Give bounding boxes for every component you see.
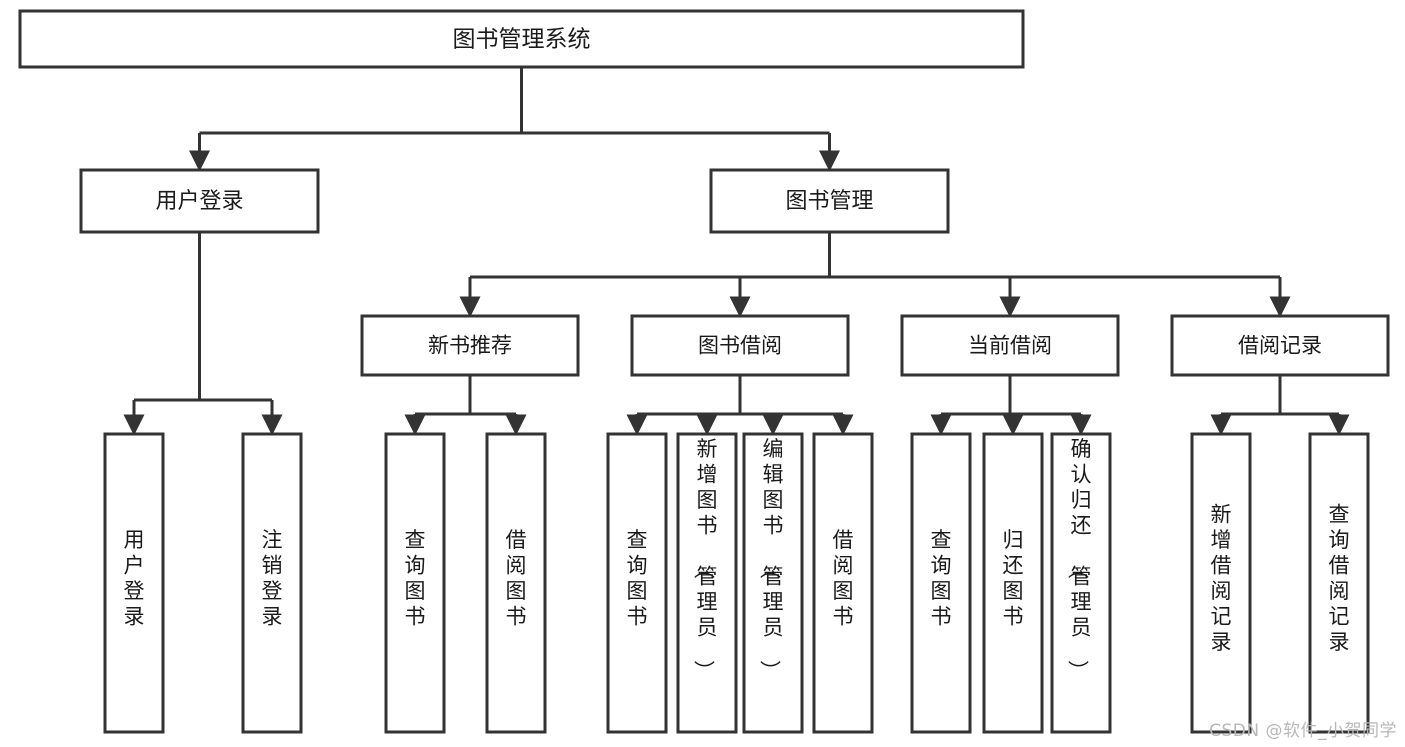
leaf-node-3-outline — [485, 432, 547, 734]
leaf-node-12-outline — [1308, 432, 1370, 734]
leaf-node-2-label: 查询图书 — [405, 528, 426, 629]
leaf-node-11-label: 新增借阅记录 — [1211, 502, 1232, 654]
leaf-node-12[interactable]: 查询借阅记录 — [1308, 432, 1370, 734]
level2-node-2-outline — [900, 314, 1120, 377]
leaf-node-7-label: 借阅图书 — [833, 528, 854, 629]
leaf-node-6-label: 编辑图书（管理员） — [758, 437, 784, 681]
leaf-node-5-outline — [676, 432, 738, 734]
node-layer: 图书管理系统用户登录图书管理新书推荐图书借阅当前借阅借阅记录用户登录注销登录查询… — [18, 9, 1390, 734]
leaf-node-7[interactable]: 借阅图书 — [812, 432, 874, 734]
leaf-node-1[interactable]: 注销登录 — [241, 432, 303, 734]
leaf-node-4-label: 查询图书 — [627, 528, 648, 629]
leaf-node-0[interactable]: 用户登录 — [103, 432, 165, 734]
leaf-node-0-label: 用户登录 — [124, 528, 145, 629]
leaf-node-2[interactable]: 查询图书 — [384, 432, 446, 734]
level2-node-1-label: 图书借阅 — [698, 334, 782, 358]
level2-node-0-outline — [360, 314, 580, 377]
level1-node-1[interactable]: 图书管理 — [709, 168, 950, 234]
leaf-node-8-label: 查询图书 — [931, 528, 952, 629]
leaf-node-11[interactable]: 新增借阅记录 — [1190, 432, 1252, 734]
leaf-node-1-outline — [241, 432, 303, 734]
leaf-node-3-label: 借阅图书 — [506, 528, 527, 629]
leaf-node-11-outline — [1190, 432, 1252, 734]
leaf-node-4-outline — [606, 432, 668, 734]
level1-node-0-outline — [79, 168, 320, 234]
leaf-node-2-outline — [384, 432, 446, 734]
watermark-text: CSDN @软件_小贺同学 — [1209, 721, 1397, 741]
level2-node-0-label: 新书推荐 — [428, 334, 512, 358]
level1-node-0[interactable]: 用户登录 — [79, 168, 320, 234]
connector-layer — [123, 67, 1350, 436]
level2-node-3-outline — [1170, 314, 1390, 377]
leaf-node-10-label: 确认归还（管理员） — [1066, 437, 1092, 681]
leaf-node-9-label: 归还图书 — [1003, 528, 1024, 629]
leaf-node-9[interactable]: 归还图书 — [982, 432, 1044, 734]
level2-node-2[interactable]: 当前借阅 — [900, 314, 1120, 377]
root-node[interactable]: 图书管理系统 — [18, 9, 1025, 69]
root-node-label: 图书管理系统 — [453, 27, 591, 53]
level2-node-3[interactable]: 借阅记录 — [1170, 314, 1390, 377]
leaf-node-6[interactable]: 编辑图书（管理员） — [742, 432, 804, 734]
level2-node-2-label: 当前借阅 — [968, 334, 1052, 358]
leaf-node-4[interactable]: 查询图书 — [606, 432, 668, 734]
leaf-node-6-outline — [742, 432, 804, 734]
leaf-node-7-outline — [812, 432, 874, 734]
leaf-node-1-label: 注销登录 — [262, 528, 283, 629]
leaf-node-5-label: 新增图书（管理员） — [692, 437, 718, 681]
level2-node-1[interactable]: 图书借阅 — [630, 314, 850, 377]
level1-node-1-outline — [709, 168, 950, 234]
level2-node-0[interactable]: 新书推荐 — [360, 314, 580, 377]
level1-node-1-label: 图书管理 — [785, 189, 873, 214]
leaf-node-3[interactable]: 借阅图书 — [485, 432, 547, 734]
level1-node-0-label: 用户登录 — [155, 189, 243, 214]
leaf-node-8-outline — [910, 432, 972, 734]
leaf-node-8[interactable]: 查询图书 — [910, 432, 972, 734]
root-node-outline — [18, 9, 1025, 69]
level2-node-1-outline — [630, 314, 850, 377]
level2-node-3-label: 借阅记录 — [1238, 334, 1322, 358]
leaf-node-12-label: 查询借阅记录 — [1329, 502, 1350, 654]
leaf-node-10[interactable]: 确认归还（管理员） — [1050, 432, 1112, 734]
leaf-node-5[interactable]: 新增图书（管理员） — [676, 432, 738, 734]
leaf-node-9-outline — [982, 432, 1044, 734]
leaf-node-10-outline — [1050, 432, 1112, 734]
leaf-node-0-outline — [103, 432, 165, 734]
